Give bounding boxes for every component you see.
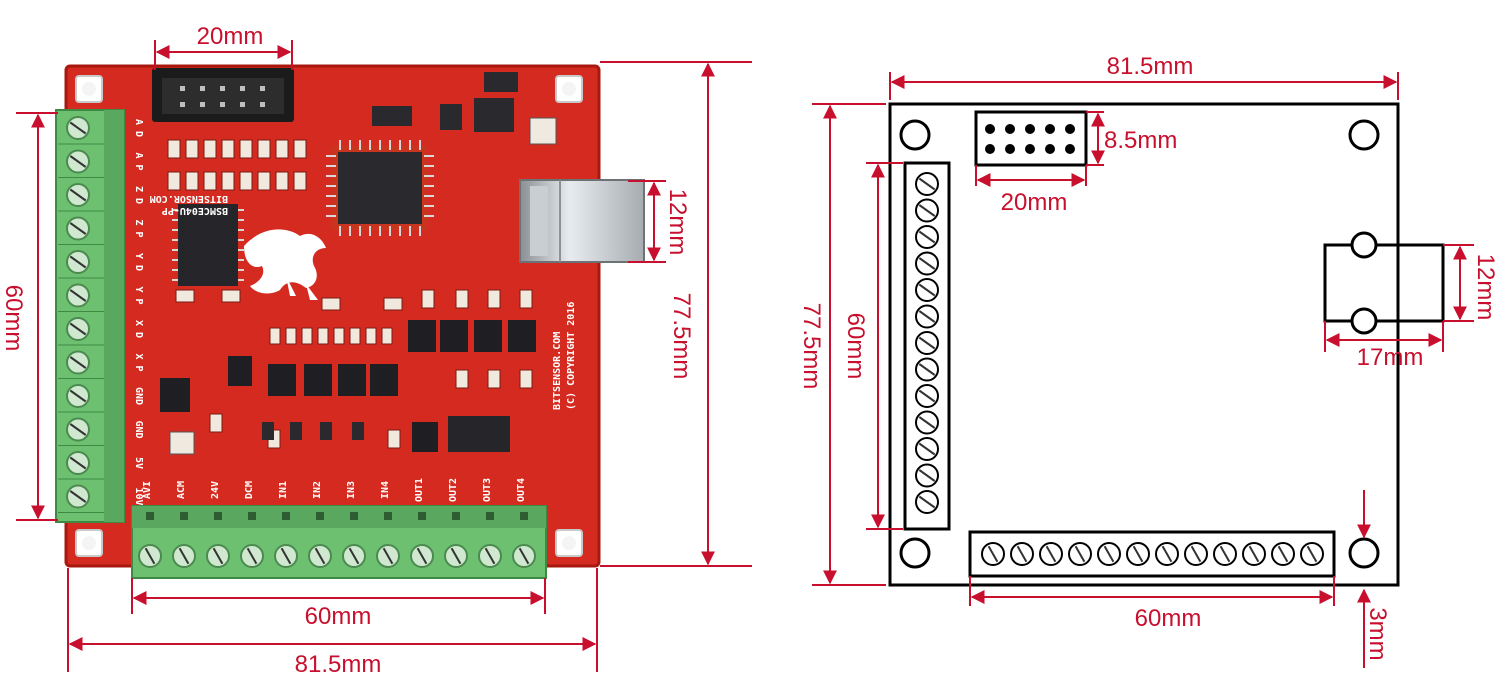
photo-board-height-label: 77.5mm (668, 293, 695, 380)
drawing-dimensions (812, 72, 1474, 668)
left-terminal-labels: A D A P Z D Z P Y D Y P X D X P GND GND 5V 10V (133, 119, 144, 506)
diode (412, 422, 438, 452)
bottom-terminal-label: IN1 (278, 481, 289, 499)
silkscreen-brand: BITSENSOR.COM (552, 332, 563, 410)
left-terminal-label: A D (133, 119, 144, 137)
left-terminal-label: X P (133, 353, 144, 371)
bird-logo-icon (244, 229, 326, 300)
drawing-left-block-label: 60mm (842, 313, 869, 380)
bottom-terminal-block: AVI ACM 24V DCM IN1 IN2 IN3 IN4 OUT1 OUT2 OUT3 OUT4 (131, 478, 547, 579)
photo-usb-height-label: 12mm (664, 189, 691, 256)
resistor-160 (169, 431, 195, 455)
drawing-hole-tl (899, 119, 931, 151)
bottom-terminal-screws (138, 512, 536, 568)
drawing-usb-port (1323, 243, 1445, 323)
regulator (474, 98, 514, 132)
left-terminal-label: Z P (133, 219, 144, 237)
left-terminal-label: GND (133, 387, 144, 405)
bottom-terminal-label: IN2 (312, 481, 323, 499)
left-terminal-screws (58, 116, 104, 513)
drawing-board-width-label: 81.5mm (1107, 53, 1194, 80)
bottom-terminal-label: IN3 (346, 481, 357, 499)
bottom-terminal-label: OUT2 (448, 478, 459, 502)
drawing-bottom-terminal (968, 530, 1336, 578)
transistor (440, 104, 462, 130)
photo-left-block-label: 60mm (0, 285, 27, 352)
photo-board-illustration: BSMCE04U-PP BITSENSOR.COM BITSENSOR.COM … (55, 64, 645, 579)
left-terminal-label: A P (133, 152, 144, 170)
drawing-left-terminal (903, 161, 951, 531)
crystal (372, 106, 412, 126)
photo-bottom-block-label: 60mm (305, 603, 372, 630)
left-terminal-label: GND (133, 420, 144, 438)
drawing-usb-height-label: 12mm (1472, 254, 1499, 321)
drawing-left-screws (915, 172, 939, 514)
left-terminal-label: 10V (133, 487, 144, 505)
mounting-holes (75, 75, 583, 557)
bottom-terminal-label: 24V (210, 481, 221, 499)
bottom-terminal-labels: AVI ACM 24V DCM IN1 IN2 IN3 IN4 OUT1 OUT2 OUT3 OUT4 (142, 478, 527, 502)
drawing-hole-br (1348, 537, 1380, 569)
bottom-terminal-label: AVI (142, 481, 153, 499)
left-terminal-label: Y P (133, 286, 144, 304)
bottom-terminal-label: ACM (176, 481, 187, 499)
optocouplers (228, 320, 536, 396)
capacitor (160, 378, 190, 412)
drawing-pin-header (974, 110, 1088, 167)
left-terminal-label: 5V (133, 457, 144, 469)
silkscreen-website: BITSENSOR.COM (150, 193, 228, 204)
drawing-board-outline (888, 102, 1400, 587)
drawing-bottom-block-label: 60mm (1135, 605, 1202, 632)
bottom-terminal-label: OUT1 (414, 478, 425, 502)
drawing-hole-tr (1348, 119, 1380, 151)
microcontroller-chip (326, 140, 434, 236)
drawing-header-height-label: 8.5mm (1104, 127, 1177, 154)
left-terminal-label: Z D (133, 186, 144, 204)
resistor-rows (167, 139, 533, 449)
left-terminal-block: A D A P Z D Z P Y D Y P X D X P GND GND 5V 10V (55, 109, 144, 523)
electrolytic-cap (484, 72, 518, 92)
bottom-terminal-label: OUT4 (516, 478, 527, 502)
drawing-hole-bl (899, 537, 931, 569)
silkscreen-model: BSMCE04U-PP (162, 205, 228, 216)
drawing-header-width-label: 20mm (1001, 189, 1068, 216)
resistor-top (529, 117, 557, 145)
photo-header-width-label: 20mm (197, 23, 264, 50)
left-terminal-label: X D (133, 320, 144, 338)
photo-board-width-label: 81.5mm (295, 651, 382, 677)
drawing-bottom-screws (981, 542, 1324, 566)
left-terminal-label: Y D (133, 253, 144, 271)
drawing-usb-width-label: 17mm (1357, 344, 1424, 371)
bottom-terminal-label: OUT3 (482, 478, 493, 502)
bottom-terminal-label: IN4 (380, 481, 391, 499)
technical-drawing (888, 102, 1445, 587)
buffer-ic (448, 416, 510, 452)
drawing-hole-offset-label: 3mm (1364, 607, 1391, 660)
photo-dimensions (16, 40, 752, 672)
silkscreen-copyright: (C) COPYRIGHT 2016 (566, 302, 577, 410)
bottom-terminal-label: DCM (244, 481, 255, 499)
driver-ic (172, 204, 244, 286)
drawing-board-height-label: 77.5mm (798, 303, 825, 390)
usb-b-port-icon (519, 179, 645, 263)
pin-header-icon (152, 68, 294, 122)
